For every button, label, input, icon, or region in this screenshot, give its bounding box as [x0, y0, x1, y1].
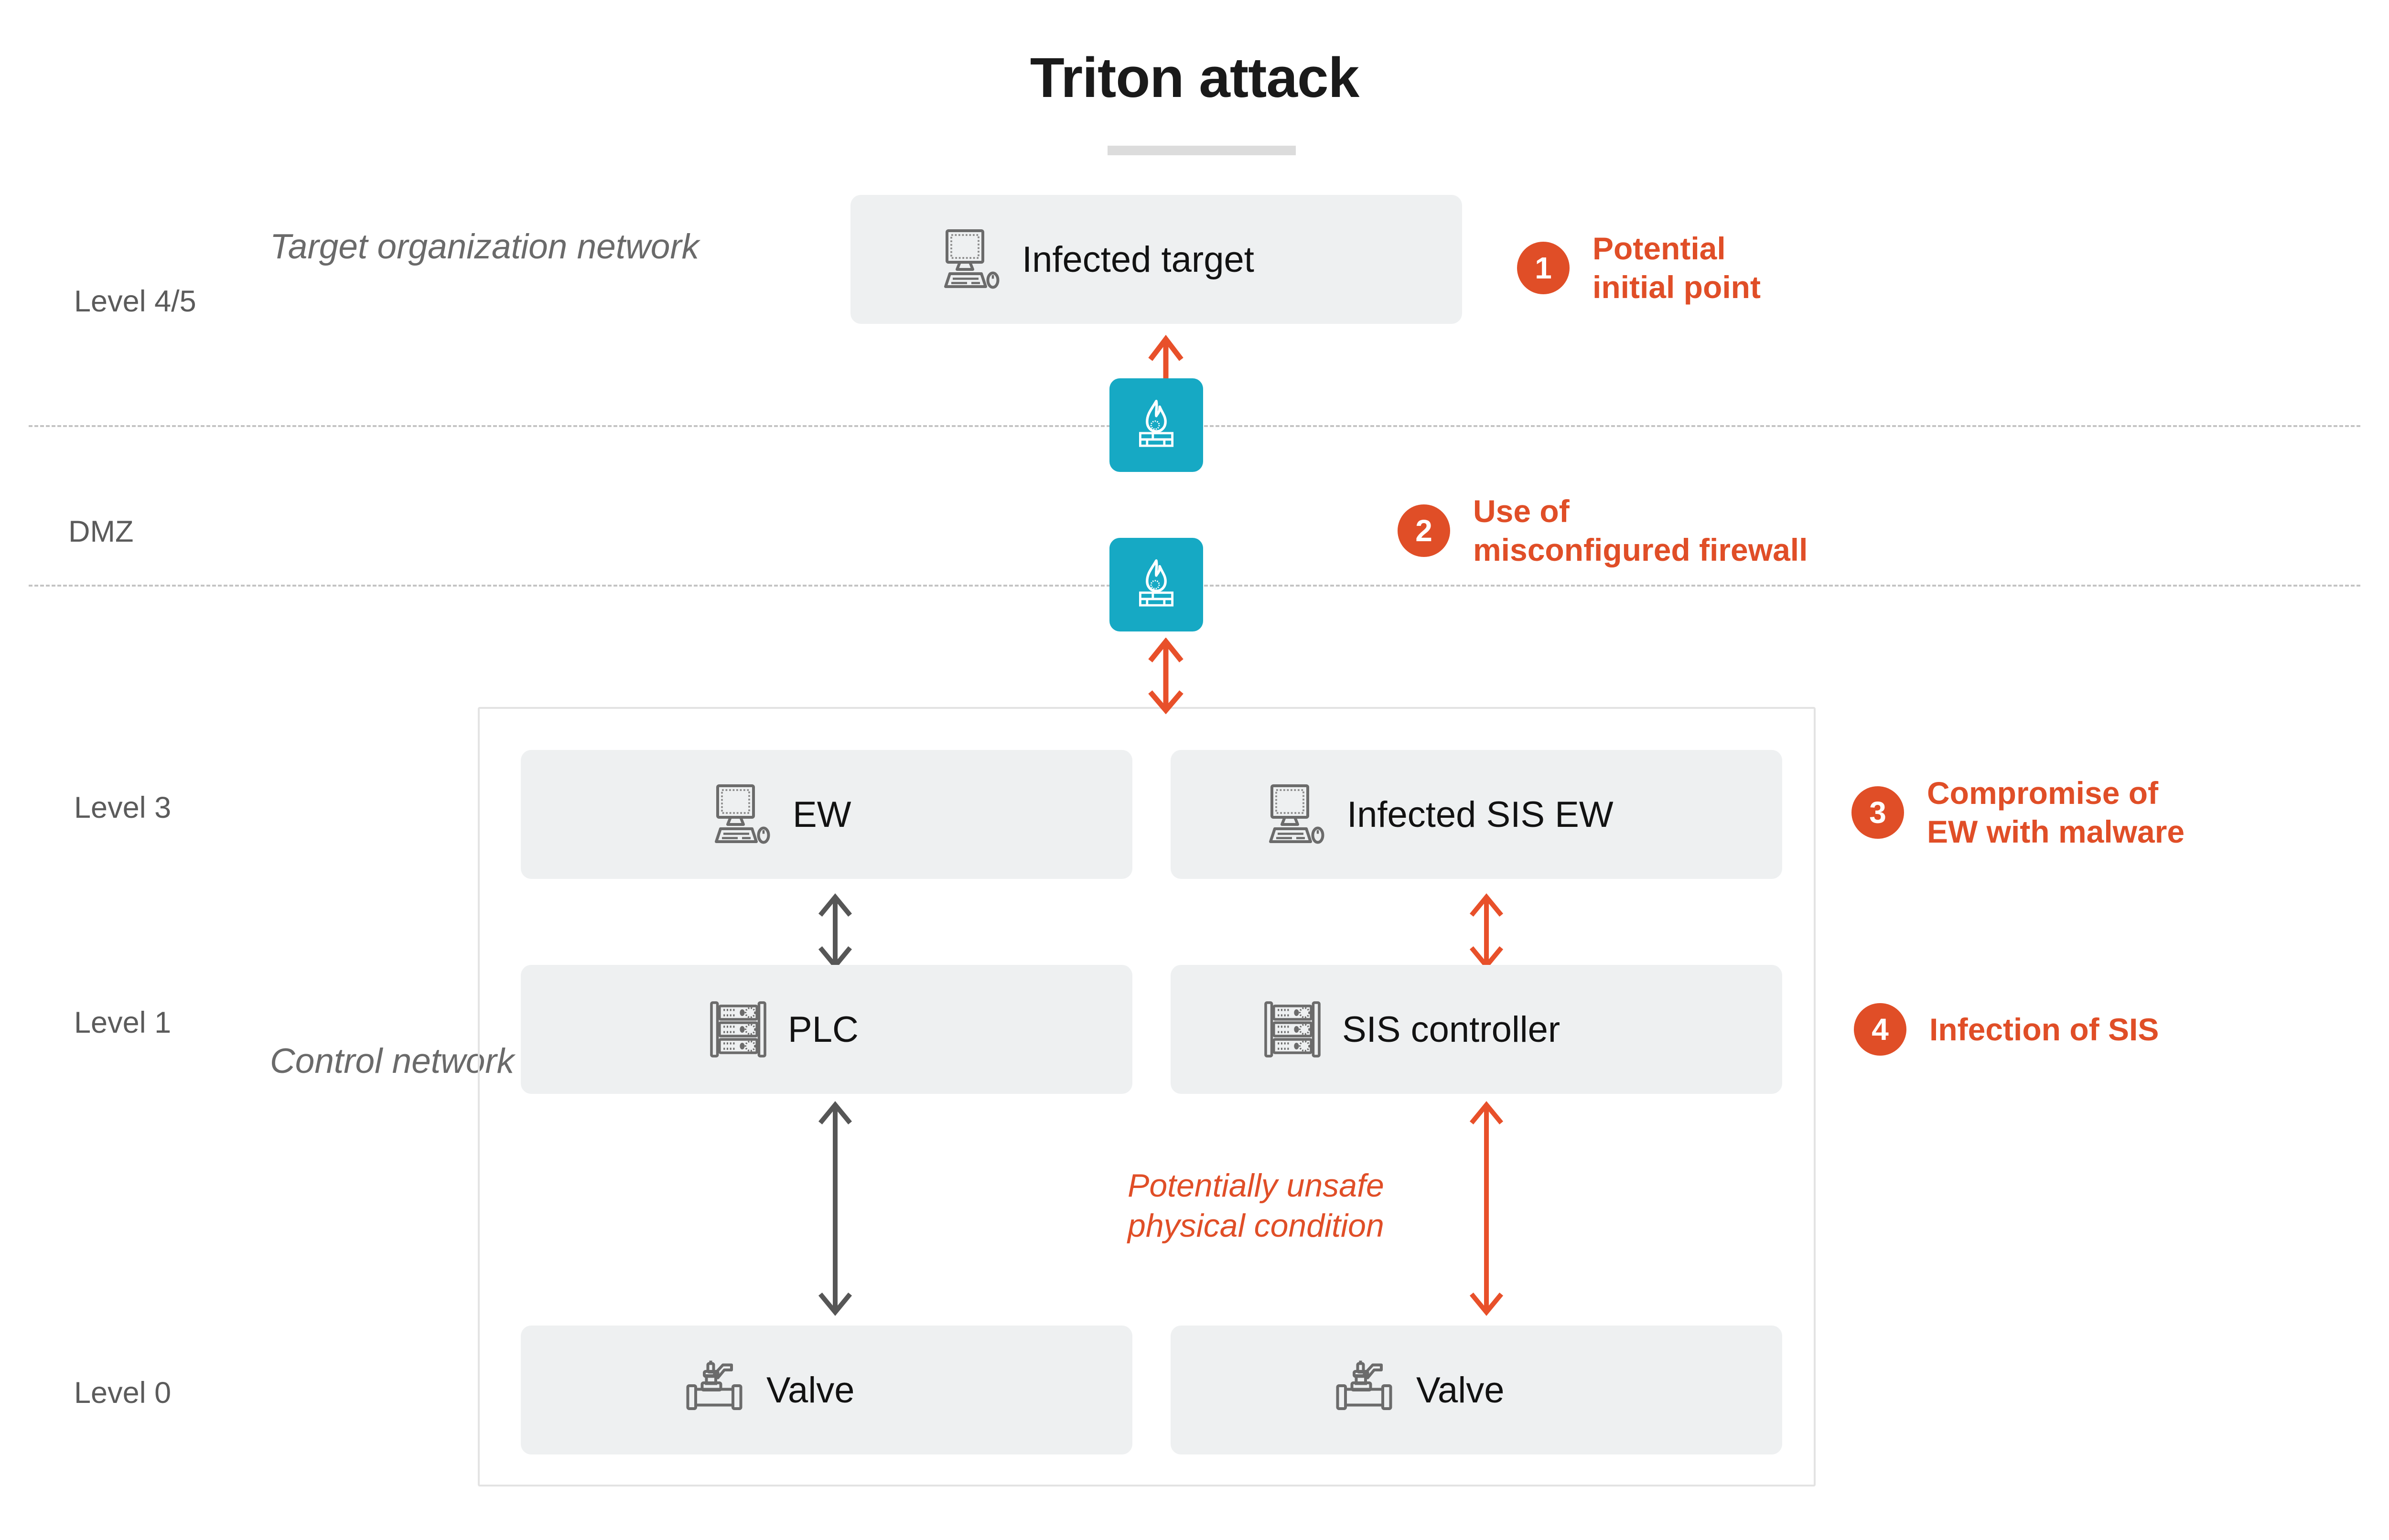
node-infected-sis-ew[interactable]: Infected SIS EW	[1171, 750, 1782, 879]
step-badge-3: 3	[1851, 786, 1904, 839]
server-rack-icon	[1259, 996, 1326, 1063]
firewall-bottom[interactable]	[1109, 538, 1203, 631]
network-label-control-network: Control network	[270, 1042, 515, 1080]
desktop-computer-icon	[934, 224, 1006, 295]
desktop-computer-icon	[1259, 779, 1331, 850]
valve-icon	[1328, 1354, 1400, 1426]
step-badge-1: 1	[1517, 241, 1570, 294]
arrow-firewall-to-control-network	[1148, 638, 1184, 714]
step-callout-3: 3 Compromise of EW with malware	[1851, 774, 2185, 851]
desktop-computer-icon	[705, 779, 776, 850]
step-text-2: Use of misconfigured firewall	[1473, 493, 1808, 567]
node-sis-controller[interactable]: SIS controller	[1171, 965, 1782, 1094]
annotation-unsafe-condition: Potentially unsafe physical condition	[1128, 1167, 1384, 1244]
arrow-plc-to-valve	[818, 1101, 852, 1316]
arrow-ew-to-plc	[818, 893, 852, 970]
node-label-infected-sis-ew: Infected SIS EW	[1347, 794, 1614, 835]
step-badge-4: 4	[1854, 1003, 1906, 1056]
step-text-3: Compromise of EW with malware	[1927, 775, 2185, 849]
arrow-sis-ew-to-sis-controller	[1469, 893, 1504, 970]
node-label-ew: EW	[793, 794, 851, 835]
node-infected-target[interactable]: Infected target	[850, 195, 1462, 324]
node-valve-left[interactable]: Valve	[521, 1326, 1132, 1454]
node-label-sis-controller: SIS controller	[1342, 1009, 1560, 1050]
level-label-level45: Level 4/5	[74, 285, 196, 318]
node-label-valve-right: Valve	[1416, 1369, 1505, 1411]
arrow-sis-controller-to-valve	[1469, 1101, 1504, 1316]
page-title: Triton attack	[1030, 46, 1360, 109]
node-label-plc: PLC	[788, 1009, 859, 1050]
step-callout-4: 4 Infection of SIS	[1854, 1003, 2159, 1056]
firewall-top[interactable]	[1109, 378, 1203, 472]
firewall-icon	[1139, 399, 1173, 447]
server-rack-icon	[705, 996, 772, 1063]
firewall-icon	[1139, 559, 1173, 607]
step-callout-1: 1 Potential initial point	[1517, 229, 1761, 306]
level-label-dmz: DMZ	[68, 515, 134, 548]
node-valve-right[interactable]: Valve	[1171, 1326, 1782, 1454]
node-label-valve-left: Valve	[766, 1369, 855, 1411]
level-label-level3: Level 3	[74, 791, 172, 824]
level-label-level1: Level 1	[74, 1006, 172, 1039]
level-label-level0: Level 0	[74, 1376, 172, 1410]
network-label-target-organization: Target organization network	[270, 227, 699, 266]
step-callout-2: 2 Use of misconfigured firewall	[1398, 492, 1808, 569]
title-underline-rule	[1108, 146, 1296, 155]
step-badge-2: 2	[1398, 504, 1450, 557]
control-network-container	[478, 707, 1816, 1487]
node-ew[interactable]: EW	[521, 750, 1132, 879]
node-label-infected-target: Infected target	[1022, 239, 1254, 280]
node-plc[interactable]: PLC	[521, 965, 1132, 1094]
step-text-4: Infection of SIS	[1929, 1011, 2159, 1047]
step-text-1: Potential initial point	[1593, 231, 1761, 305]
valve-icon	[678, 1354, 750, 1426]
